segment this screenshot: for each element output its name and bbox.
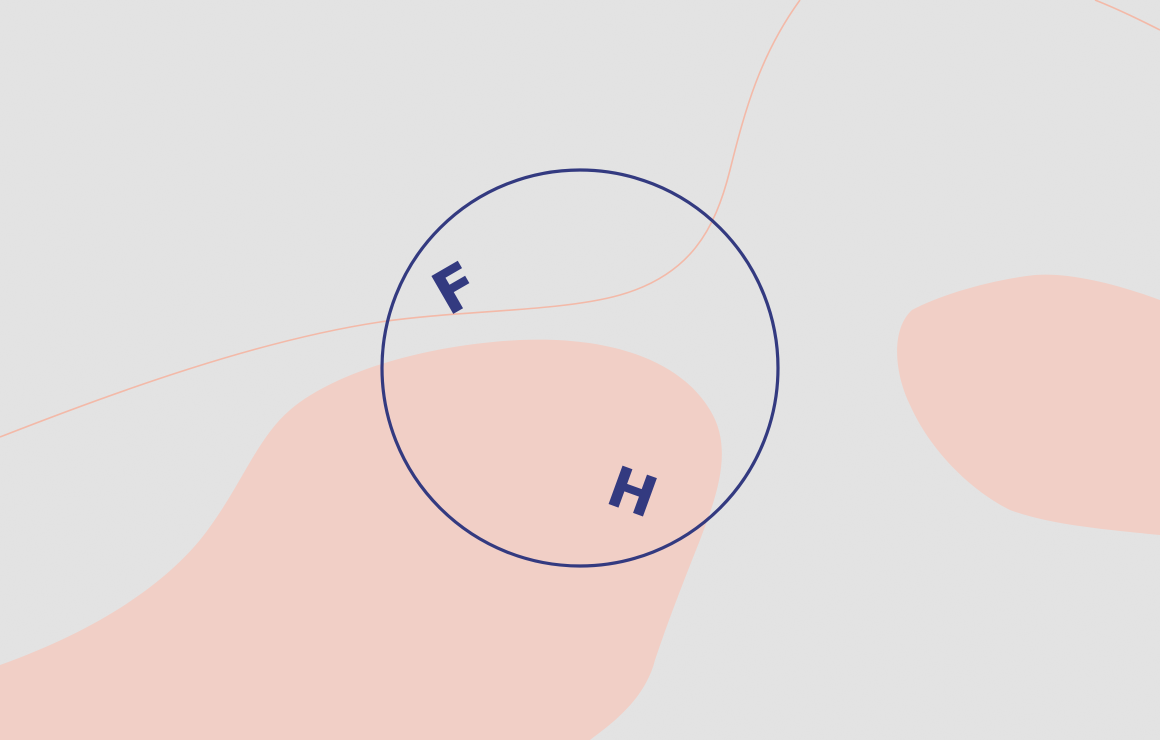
pink-blob-left bbox=[0, 339, 722, 740]
thread-line bbox=[0, 0, 801, 438]
pink-blob-right bbox=[897, 274, 1160, 535]
thread-line-corner bbox=[1094, 0, 1160, 31]
logo-ring bbox=[380, 168, 780, 568]
